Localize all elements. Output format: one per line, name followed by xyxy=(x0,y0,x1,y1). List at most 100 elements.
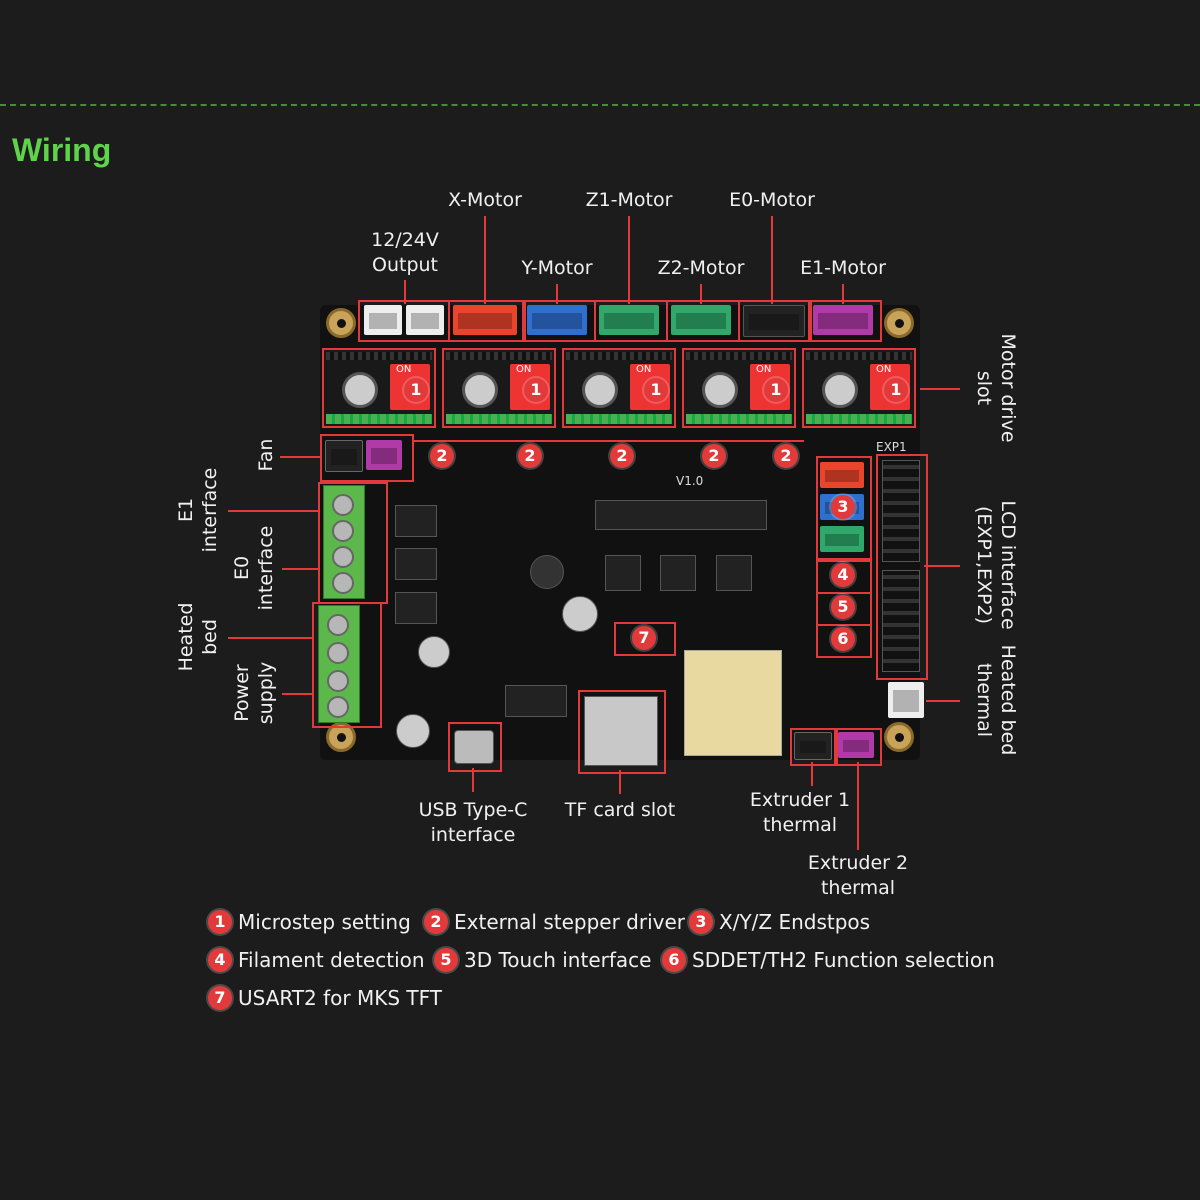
mounting-hole xyxy=(884,308,914,338)
label-line: E1 xyxy=(175,497,197,523)
legend-badge: 7 xyxy=(208,986,232,1010)
callout-box xyxy=(448,722,502,772)
callout-line xyxy=(282,693,314,695)
label-line: thermal xyxy=(973,662,995,738)
mounting-hole xyxy=(884,722,914,752)
e0-motor-connector xyxy=(743,305,805,337)
ic-chip xyxy=(716,555,752,591)
x-motor-connector xyxy=(453,305,517,335)
callout-box xyxy=(816,456,872,560)
label-line: Extruder 2 xyxy=(807,852,909,874)
callout-line xyxy=(700,284,702,304)
label-line: thermal xyxy=(820,877,896,899)
output-connector xyxy=(406,305,444,335)
legend-text: X/Y/Z Endstpos xyxy=(719,910,871,934)
callout-line xyxy=(842,284,844,304)
endstop-connector xyxy=(820,526,864,552)
dashed-divider xyxy=(0,104,1200,106)
badge-2: 2 xyxy=(702,444,726,468)
callout-line xyxy=(228,510,320,512)
fan-connector xyxy=(325,440,363,472)
switch-on-label: ON xyxy=(876,364,892,375)
mounting-hole xyxy=(326,308,356,338)
label-line: (EXP1,EXP2) xyxy=(973,505,995,624)
legend-text: Microstep setting xyxy=(238,910,411,934)
ic-chip xyxy=(505,685,567,717)
badge-2: 2 xyxy=(610,444,634,468)
label-tf-card: TF card slot xyxy=(564,799,676,821)
legend-text: USART2 for MKS TFT xyxy=(238,986,442,1010)
ic-chip xyxy=(605,555,641,591)
bed-power-terminal xyxy=(318,605,360,723)
tf-card-slot xyxy=(584,696,658,766)
label-line: Extruder 1 xyxy=(749,789,851,811)
label-line: Heated bed xyxy=(997,644,1019,756)
extruder1-thermal-connector xyxy=(794,732,832,760)
callout-line xyxy=(404,280,406,304)
output-connector xyxy=(364,305,402,335)
callout-box xyxy=(320,434,414,482)
mosfet xyxy=(395,505,437,537)
label-line: LCD interface xyxy=(997,500,1019,630)
label-line: 12/24V xyxy=(371,229,439,251)
callout-box xyxy=(790,728,838,766)
callout-box xyxy=(876,454,928,680)
callout-line xyxy=(771,216,773,304)
label-line: Output xyxy=(371,254,438,276)
badge-3: 3 xyxy=(831,495,855,519)
z1-motor-connector xyxy=(599,305,659,335)
label-line: interface xyxy=(199,467,221,553)
legend-badge: 5 xyxy=(434,948,458,972)
label-z2-motor: Z2-Motor xyxy=(657,257,745,279)
e1-e0-terminal xyxy=(323,485,365,599)
usb-c-port xyxy=(454,730,494,764)
label-extruder2-thermal: Extruder 2 thermal xyxy=(808,851,908,901)
callout-line xyxy=(926,700,960,702)
label-line: Motor drive xyxy=(997,333,1019,443)
board-version: V1.0 xyxy=(676,474,704,488)
callout-line xyxy=(857,762,859,850)
ic-chip xyxy=(660,555,696,591)
label-line: bed xyxy=(199,619,221,655)
label-line: E0 xyxy=(231,555,253,581)
endstop-connector xyxy=(820,462,864,488)
badge-7: 7 xyxy=(632,626,656,650)
exp1-header xyxy=(882,460,920,562)
label-line: USB Type-C xyxy=(418,799,528,821)
label-fan: Fan xyxy=(255,438,277,472)
label-x-motor: X-Motor xyxy=(448,189,522,211)
label-e0-motor: E0-Motor xyxy=(729,189,815,211)
callout-line xyxy=(472,768,474,792)
callout-box xyxy=(816,624,872,658)
capacitor xyxy=(396,714,430,748)
legend-text: SDDET/TH2 Function selection xyxy=(692,948,995,972)
badge-5: 5 xyxy=(831,595,855,619)
callout-box xyxy=(578,690,666,774)
label-line: slot xyxy=(973,370,995,406)
callout-line xyxy=(924,565,960,567)
label-lcd-interface: LCD interface(EXP1,EXP2) xyxy=(972,500,1020,629)
label-line: supply xyxy=(255,661,277,725)
badge-4: 4 xyxy=(831,563,855,587)
badge-1: 1 xyxy=(524,378,548,402)
heated-bed-thermal-connector xyxy=(888,682,924,718)
exp2-header xyxy=(882,570,920,672)
callout-line xyxy=(619,770,621,794)
callout-box xyxy=(312,602,382,728)
label-y-motor: Y-Motor xyxy=(521,257,593,279)
badge-2: 2 xyxy=(774,444,798,468)
switch-on-label: ON xyxy=(756,364,772,375)
legend-text: 3D Touch interface xyxy=(464,948,652,972)
switch-on-label: ON xyxy=(516,364,532,375)
switch-on-label: ON xyxy=(396,364,412,375)
